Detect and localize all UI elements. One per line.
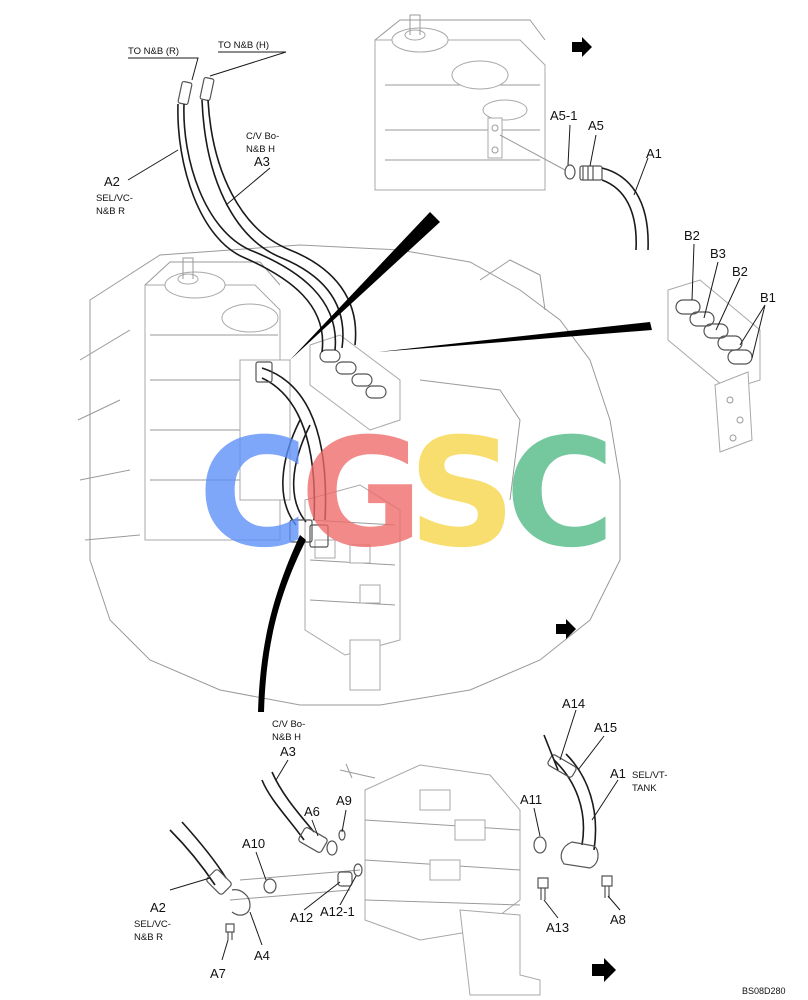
label-b1: B1 (760, 290, 776, 305)
label-b3: B3 (710, 246, 726, 261)
note-sel-vc-top-2: N&B R (96, 206, 125, 217)
control-valve (304, 484, 401, 691)
check-valve-plate-main (309, 334, 401, 431)
label-a4: A4 (254, 948, 270, 963)
label-a3-top: A3 (254, 154, 270, 169)
part-labels: TO N&B (R) TO N&B (H) A2 SEL/VC- N&B R C… (96, 40, 786, 996)
machine-frame (77, 244, 621, 706)
label-a13: A13 (546, 920, 569, 935)
note-cv-bo-top-1: C/V Bo- (246, 131, 279, 142)
label-a1-bottom: A1 (610, 766, 626, 781)
watermark-letter-3: S (408, 407, 516, 581)
note-sel-vt-1: SEL/VT- (632, 770, 667, 781)
note-sel-vc-top-1: SEL/VC- (96, 193, 133, 204)
label-a11: A11 (520, 792, 542, 807)
label-a15: A15 (594, 720, 617, 735)
label-to-nb-r: TO N&B (R) (128, 46, 179, 57)
check-valve-plate-detail (667, 279, 761, 453)
view-arrow-icon (592, 958, 616, 982)
note-sel-vc-bottom-1: SEL/VC- (134, 919, 171, 930)
label-b2-a: B2 (684, 228, 700, 243)
note-cv-bo-bottom-1: C/V Bo- (272, 719, 305, 730)
label-a7: A7 (210, 966, 226, 981)
label-a9: A9 (336, 793, 352, 808)
view-arrows (556, 37, 616, 982)
label-a6: A6 (304, 804, 320, 819)
watermark-logo: C G S C (198, 407, 615, 581)
label-a5: A5 (588, 118, 604, 133)
watermark-letter-1: C (198, 407, 308, 581)
view-arrow-icon (572, 37, 592, 57)
top-valve-detail (374, 14, 566, 191)
label-a3-bottom: A3 (280, 744, 296, 759)
bottom-fittings (169, 734, 613, 940)
note-sel-vc-bottom-2: N&B R (134, 932, 163, 943)
detail-pointer-callouts (258, 212, 652, 712)
label-a14: A14 (562, 696, 585, 711)
pump-unit (144, 257, 291, 541)
label-a1-top: A1 (646, 146, 662, 161)
note-cv-bo-bottom-2: N&B H (272, 732, 301, 743)
label-a8: A8 (610, 912, 626, 927)
label-a2-top: A2 (104, 174, 120, 189)
bottom-control-valve-detail (229, 763, 541, 996)
note-sel-vt-2: TANK (632, 783, 657, 794)
watermark-letter-2: G (300, 407, 423, 581)
drawing-code: BS08D280 (742, 986, 786, 996)
leader-lines (127, 51, 766, 961)
label-b2-b: B2 (732, 264, 748, 279)
label-a12-1: A12-1 (320, 904, 355, 919)
label-a10: A10 (242, 836, 265, 851)
label-to-nb-h: TO N&B (H) (218, 40, 269, 51)
watermark-letter-4: C (505, 407, 615, 581)
label-a2-bottom: A2 (150, 900, 166, 915)
a1-hose-top (564, 164, 649, 251)
label-a5-1: A5-1 (550, 108, 577, 123)
view-arrow-icon (556, 619, 576, 639)
label-a12: A12 (290, 910, 313, 925)
note-cv-bo-top-2: N&B H (246, 144, 275, 155)
